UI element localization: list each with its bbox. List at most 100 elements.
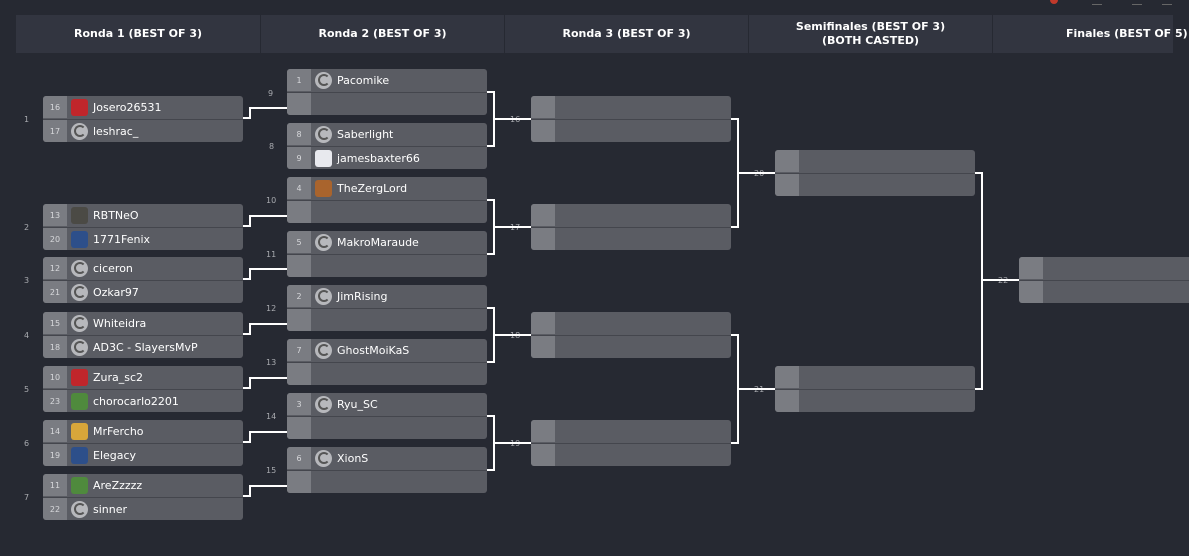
seed-number (531, 420, 555, 442)
default-avatar-icon (315, 287, 332, 305)
empty-player-slot[interactable] (531, 312, 731, 334)
seed-number: 5 (287, 231, 311, 253)
match-number: 12 (266, 304, 277, 313)
empty-player-slot[interactable] (287, 254, 487, 277)
empty-player-slot[interactable] (775, 389, 975, 412)
round3-match[interactable] (531, 312, 731, 358)
empty-player-slot[interactable] (287, 416, 487, 439)
empty-player-slot[interactable] (287, 200, 487, 223)
player-name[interactable]: jamesbaxter66 (337, 151, 420, 165)
seed-number (775, 366, 799, 388)
round3-match[interactable] (531, 420, 731, 466)
round3-match[interactable] (531, 96, 731, 142)
empty-player-slot[interactable] (531, 443, 731, 466)
round3-match[interactable] (531, 204, 731, 250)
empty-player-slot[interactable] (1019, 257, 1189, 279)
empty-player-slot[interactable] (287, 92, 487, 115)
player-name[interactable]: Ozkar97 (93, 285, 139, 299)
connector-line (251, 107, 287, 109)
semifinal-match[interactable] (775, 150, 975, 196)
player-name[interactable]: AD3C - SlayersMvP (93, 340, 198, 354)
empty-player-slot[interactable] (531, 96, 731, 118)
player-slot[interactable]: 10 Zura_sc2 (43, 366, 243, 388)
semifinal-match[interactable] (775, 366, 975, 412)
empty-player-slot[interactable] (531, 119, 731, 142)
player-name[interactable]: GhostMoiKaS (337, 343, 410, 357)
connector-line (487, 253, 493, 255)
player-name[interactable]: Pacomike (337, 73, 390, 87)
player-name[interactable]: ciceron (93, 261, 133, 275)
player-name[interactable]: 1771Fenix (93, 232, 151, 246)
round2-match[interactable]: 5 MakroMaraude (287, 231, 487, 277)
player-name[interactable]: Josero26531 (93, 100, 162, 114)
player-name[interactable]: Zura_sc2 (93, 370, 144, 384)
empty-player-slot[interactable] (287, 470, 487, 493)
player-name[interactable]: MrFercho (93, 424, 144, 438)
empty-player-slot[interactable] (531, 420, 731, 442)
player-name[interactable]: leshrac_ (93, 124, 139, 138)
player-avatar-icon (71, 476, 88, 494)
empty-player-slot[interactable] (287, 308, 487, 331)
player-name[interactable]: AreZzzzz (93, 478, 143, 492)
player-name[interactable]: XionS (337, 451, 369, 465)
player-name[interactable]: MakroMaraude (337, 235, 419, 249)
empty-player-slot[interactable] (775, 366, 975, 388)
player-name[interactable]: sinner (93, 502, 128, 516)
player-name[interactable]: Ryu_SC (337, 397, 378, 411)
default-avatar-icon (315, 125, 332, 143)
player-name[interactable]: TheZergLord (337, 181, 408, 195)
seed-number: 10 (43, 366, 67, 388)
empty-player-slot[interactable] (531, 227, 731, 250)
empty-player-slot[interactable] (775, 150, 975, 172)
empty-player-slot[interactable] (1019, 280, 1189, 303)
player-name[interactable]: RBTNeO (93, 208, 139, 222)
empty-player-slot[interactable] (775, 173, 975, 196)
empty-player-slot[interactable] (531, 204, 731, 226)
player-name[interactable]: Whiteidra (93, 316, 147, 330)
round-header-3: Ronda 3 (BEST OF 3) (505, 15, 748, 53)
player-name[interactable]: Saberlight (337, 127, 394, 141)
final-match[interactable] (1019, 257, 1189, 303)
empty-player-slot[interactable] (287, 362, 487, 385)
player-name[interactable]: Elegacy (93, 448, 137, 462)
player-slot[interactable]: 5 MakroMaraude (287, 231, 487, 253)
player-name[interactable]: JimRising (337, 289, 388, 303)
player-name[interactable]: chorocarlo2201 (93, 394, 179, 408)
empty-player-slot[interactable] (531, 335, 731, 358)
